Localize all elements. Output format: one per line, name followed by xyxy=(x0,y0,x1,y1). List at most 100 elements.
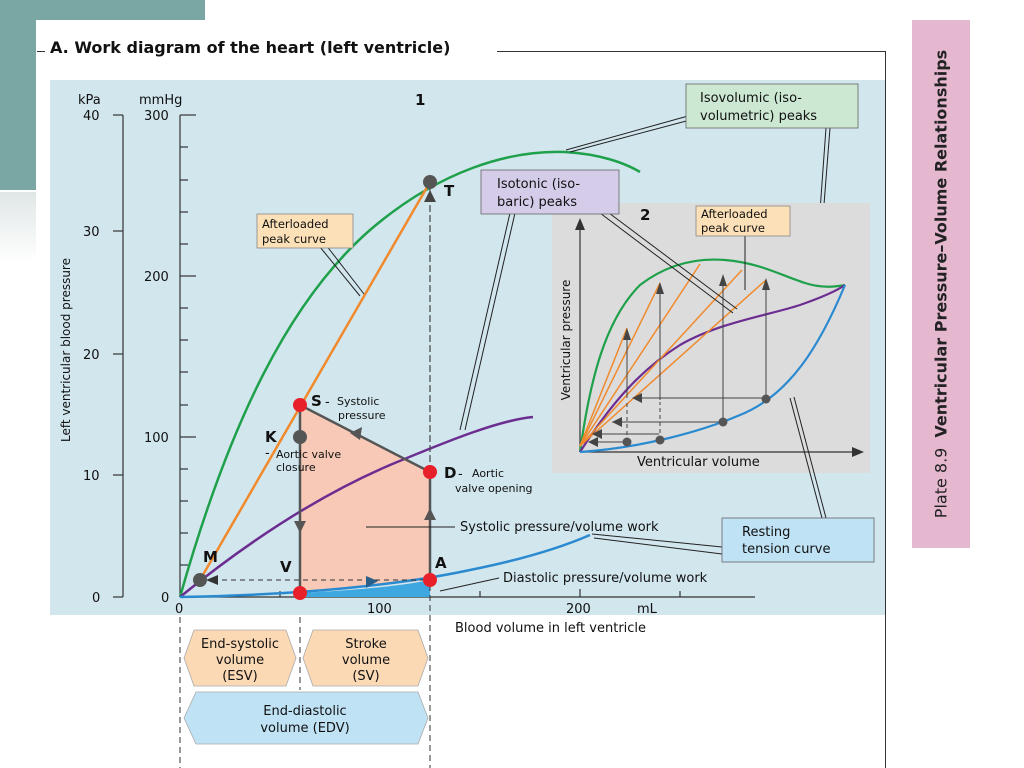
diastolic-work-callout: Diastolic pressure/volume work xyxy=(439,571,708,592)
cycle-arrow-left xyxy=(350,427,362,440)
panel-1-number: 1 xyxy=(415,91,425,109)
isotonic-curve xyxy=(179,415,534,598)
unit-mmhg: mmHg xyxy=(139,93,182,108)
label-K: K xyxy=(265,428,278,446)
y-axis-label: Left ventricular blood pressure xyxy=(59,258,73,442)
isotonic-line2: baric) peaks xyxy=(497,195,577,210)
isovolumic-line2: volumetric) peaks xyxy=(700,109,817,124)
unit-ml: mL xyxy=(637,602,658,617)
diastolic-work-area xyxy=(300,580,430,597)
point-D xyxy=(423,465,437,479)
label-D-desc-2: valve opening xyxy=(455,482,533,495)
label-D-desc-1: Aortic xyxy=(472,467,504,480)
point-S xyxy=(293,398,307,412)
esv-line3: (ESV) xyxy=(222,669,258,684)
label-D-dash: - xyxy=(458,467,463,482)
plate-banner xyxy=(912,20,970,548)
arrow-left-to-M xyxy=(206,575,218,585)
esv-line1: End-systolic xyxy=(201,637,279,652)
diastolic-work-label: Diastolic pressure/volume work xyxy=(503,571,708,586)
decor-bar-top xyxy=(0,0,205,20)
esv-line2: volume xyxy=(216,653,264,668)
isovolumic-callout: Isovolumic (iso- volumetric) peaks xyxy=(565,83,859,282)
resting-line1: Resting xyxy=(742,525,790,540)
inset-ylabel: Ventricular pressure xyxy=(559,280,573,401)
inset-green-curve xyxy=(578,258,846,453)
resting-tension-curve xyxy=(179,533,591,599)
point-A xyxy=(423,573,437,587)
mmhg-tick-0: 0 xyxy=(161,591,169,606)
ml-tick-0: 0 xyxy=(175,602,183,617)
isotonic-line1: Isotonic (iso- xyxy=(497,177,580,192)
kpa-tick-0: 0 xyxy=(92,591,100,606)
label-V: V xyxy=(280,558,292,576)
sv-line3: (SV) xyxy=(352,669,379,684)
kpa-tick-10: 10 xyxy=(83,469,100,484)
edv-label: End-diastolic volume (EDV) xyxy=(183,691,429,745)
title-rule-left xyxy=(37,51,45,52)
sv-line2: volume xyxy=(342,653,390,668)
point-M xyxy=(193,573,207,587)
kpa-tick-40: 40 xyxy=(83,109,100,124)
cycle-arrow-down xyxy=(294,521,306,533)
label-S-desc-1: Systolic xyxy=(337,395,379,408)
isovolumic-line1: Isovolumic (iso- xyxy=(700,91,802,106)
inset-afterloaded-line1: Afterloaded xyxy=(701,207,768,221)
afterloaded-callout-line1: Afterloaded xyxy=(262,217,329,231)
label-K-desc-1: Aortic valve xyxy=(276,448,341,461)
ml-tick-100: 100 xyxy=(367,602,392,617)
label-K-desc-2: closure xyxy=(276,461,316,474)
arrow-head-T xyxy=(424,190,436,202)
decor-gradient xyxy=(0,192,36,262)
edv-line1: End-diastolic xyxy=(263,704,346,719)
inset-panel: 2 Ventricular pressure Ventricular volum… xyxy=(552,203,870,473)
inset-afterloaded-line2: peak curve xyxy=(701,221,765,235)
inset-dashed-lines xyxy=(626,400,661,442)
figure-title: A. Work diagram of the heart (left ventr… xyxy=(50,38,451,57)
label-D: D xyxy=(444,464,456,482)
afterloaded-callout: Afterloaded peak curve xyxy=(256,213,365,297)
mmhg-tick-200: 200 xyxy=(144,270,169,285)
frame-right-line xyxy=(885,51,886,768)
mmhg-tick-300: 300 xyxy=(144,109,169,124)
label-S-desc-2: pressure xyxy=(338,409,386,422)
label-S-dash: - xyxy=(325,395,330,410)
mmhg-axis xyxy=(179,114,196,598)
sv-line1: Stroke xyxy=(345,637,386,652)
panel-2-number: 2 xyxy=(640,206,650,224)
systolic-work-callout: Systolic pressure/volume work xyxy=(366,520,659,535)
inset-vertical-arrows xyxy=(626,280,767,422)
inset-blue-curve xyxy=(579,284,847,454)
inset-xlabel: Ventricular volume xyxy=(637,455,760,470)
isotonic-callout: Isotonic (iso- baric) peaks xyxy=(459,169,738,431)
label-M: M xyxy=(203,548,218,566)
ml-tick-200: 200 xyxy=(566,602,591,617)
mmhg-tick-100: 100 xyxy=(144,431,169,446)
point-V xyxy=(293,586,307,600)
label-A: A xyxy=(435,554,447,572)
systolic-work-area xyxy=(300,405,430,593)
kpa-axis xyxy=(113,114,124,598)
kpa-tick-30: 30 xyxy=(83,225,100,240)
resting-line2: tension curve xyxy=(742,542,830,557)
point-T xyxy=(423,175,437,189)
decor-bar-left xyxy=(0,0,36,190)
unit-kpa: kPa xyxy=(78,93,101,108)
edv-line2: volume (EDV) xyxy=(260,721,349,736)
title-rule xyxy=(497,51,885,52)
isovolumic-curve xyxy=(178,150,641,598)
resting-tension-callout: Resting tension curve xyxy=(591,396,875,563)
volume-strip xyxy=(50,615,885,768)
kpa-tick-20: 20 xyxy=(83,348,100,363)
label-T: T xyxy=(444,182,455,200)
esv-label: End-systolic volume (ESV) xyxy=(183,629,297,687)
x-axis-label: Blood volume in left ventricle xyxy=(455,621,646,636)
label-S: S xyxy=(311,392,322,410)
cycle-arrow-right xyxy=(366,576,378,588)
afterloaded-curve xyxy=(198,181,432,581)
systolic-work-label: Systolic pressure/volume work xyxy=(460,520,659,535)
label-K-dash: - xyxy=(265,446,270,461)
cycle-arrow-up xyxy=(424,508,436,520)
afterloaded-callout-line2: peak curve xyxy=(262,232,326,246)
